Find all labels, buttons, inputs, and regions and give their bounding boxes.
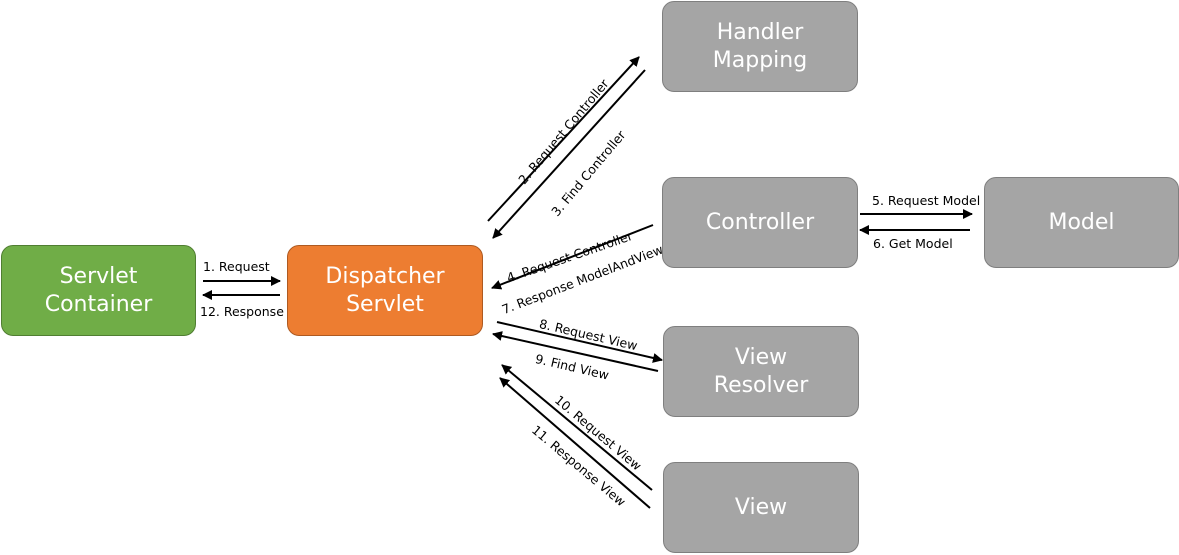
view-resolver-box: View Resolver [663, 326, 859, 417]
handler-mapping-label-line1: Handler [716, 19, 804, 45]
step-5-label: 5. Request Model [872, 193, 981, 208]
view-resolver-label-line2: Resolver [713, 372, 809, 398]
dispatcher-servlet-label-line2: Servlet [346, 291, 424, 317]
model-label: Model [1048, 209, 1115, 235]
view-resolver-label-line1: View [734, 344, 788, 370]
arrow-10-request-view [501, 364, 653, 491]
model-box: Model [984, 177, 1179, 268]
dispatcher-servlet-label-line1: Dispatcher [325, 263, 445, 289]
view-label: View [734, 494, 788, 520]
controller-label: Controller [705, 209, 815, 235]
arrow-9-find-view [492, 331, 659, 372]
step-6-label: 6. Get Model [873, 236, 953, 251]
arrow-3-find-controller [492, 69, 646, 239]
arrow-11-response-view [499, 377, 651, 509]
arrow-8-request-view [496, 321, 663, 363]
servlet-container-label-line2: Container [44, 291, 153, 317]
arrow-2-request-controller [487, 56, 640, 222]
handler-mapping-box: Handler Mapping [662, 1, 858, 92]
view-box: View [663, 462, 859, 553]
servlet-container-box: Servlet Container [1, 245, 196, 336]
controller-box: Controller [662, 177, 858, 268]
step-1-label: 1. Request [203, 259, 270, 274]
step-12-label: 12. Response [200, 304, 284, 319]
servlet-container-label-line1: Servlet [59, 263, 138, 289]
arrow-4-7-controller [491, 224, 654, 290]
handler-mapping-label-line2: Mapping [712, 47, 808, 73]
dispatcher-servlet-box: Dispatcher Servlet [287, 245, 483, 336]
